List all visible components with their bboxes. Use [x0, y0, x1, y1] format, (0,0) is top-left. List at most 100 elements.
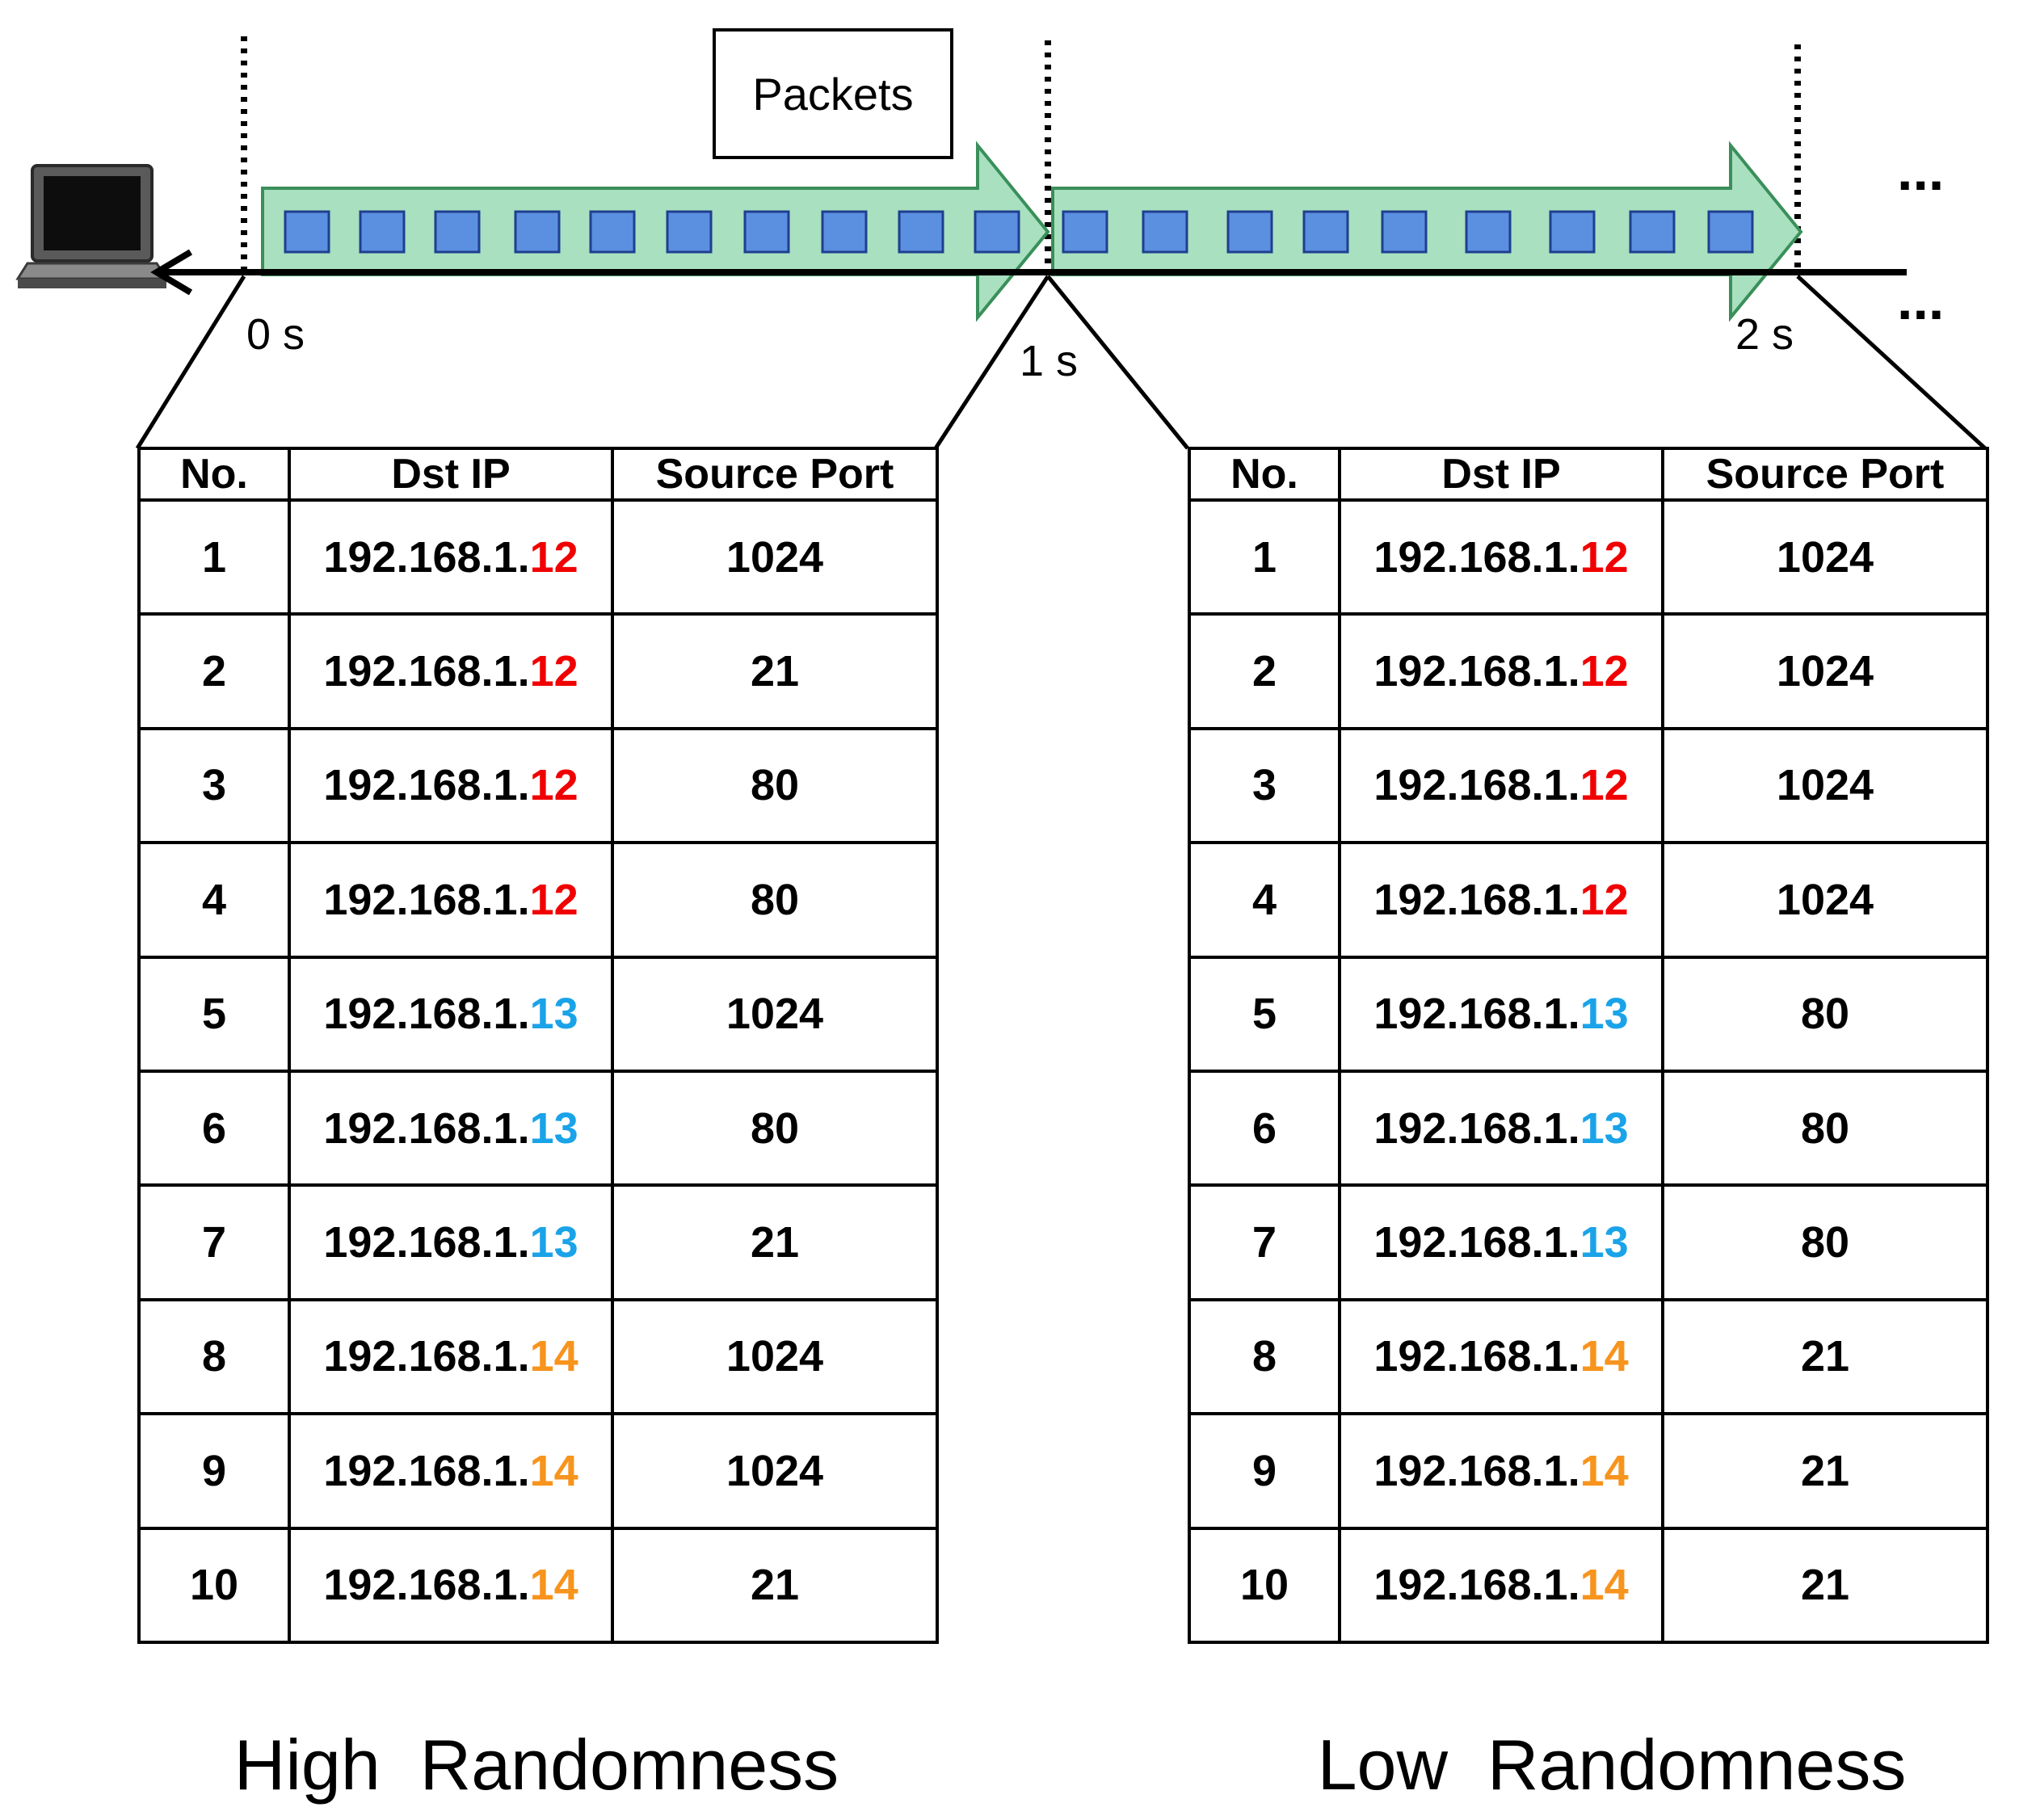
cell-dst-ip: 192.168.1.12: [1338, 612, 1664, 730]
cell-source-port: 1024: [611, 955, 939, 1073]
cell-source-port: 1024: [611, 1412, 939, 1530]
cell-source-port: 21: [611, 1183, 939, 1301]
ellipsis-bottom: ...: [1897, 268, 1944, 331]
dst-ip-prefix: 192.168.1.: [1373, 761, 1580, 810]
cell-no: 2: [137, 612, 291, 730]
laptop-icon: [15, 164, 169, 288]
packet-square: [1707, 210, 1754, 254]
cell-dst-ip: 192.168.1.13: [1338, 1069, 1664, 1187]
packet-square: [1465, 210, 1512, 254]
cell-source-port: 21: [1661, 1526, 1989, 1645]
cell-dst-ip: 192.168.1.13: [288, 955, 614, 1073]
cell-source-port: 80: [1661, 1183, 1989, 1301]
packets-label-box: [713, 28, 953, 159]
dst-ip-prefix: 192.168.1.: [1373, 1103, 1580, 1153]
dst-ip-host: 13: [1579, 1103, 1629, 1153]
dst-ip-prefix: 192.168.1.: [1373, 1218, 1580, 1267]
cell-source-port: 1024: [1661, 726, 1989, 845]
cell-dst-ip: 192.168.1.13: [1338, 1183, 1664, 1301]
zoom-line-high-left: [135, 275, 246, 450]
dst-ip-host: 14: [529, 1446, 578, 1495]
dst-ip-prefix: 192.168.1.: [323, 1218, 530, 1267]
header-no: No.: [1188, 447, 1341, 502]
cell-source-port: 80: [611, 841, 939, 959]
dst-ip-host: 12: [1579, 647, 1629, 696]
cell-dst-ip: 192.168.1.14: [1338, 1297, 1664, 1416]
cell-source-port: 1024: [1661, 498, 1989, 616]
cell-source-port: 21: [1661, 1412, 1989, 1530]
dst-ip-host: 13: [529, 1103, 578, 1153]
dst-ip-host: 13: [529, 1218, 578, 1267]
cell-no: 4: [1188, 841, 1341, 959]
cell-no: 5: [1188, 955, 1341, 1073]
dst-ip-prefix: 192.168.1.: [323, 990, 530, 1039]
dst-ip-host: 14: [1579, 1561, 1629, 1610]
dst-ip-host: 12: [529, 647, 578, 696]
cell-dst-ip: 192.168.1.14: [1338, 1526, 1664, 1645]
cell-no: 7: [1188, 1183, 1341, 1301]
cell-dst-ip: 192.168.1.13: [288, 1183, 614, 1301]
dst-ip-prefix: 192.168.1.: [1373, 647, 1580, 696]
cell-dst-ip: 192.168.1.13: [288, 1069, 614, 1187]
cell-source-port: 21: [611, 612, 939, 730]
cell-dst-ip: 192.168.1.12: [288, 498, 614, 616]
dst-ip-prefix: 192.168.1.: [1373, 1561, 1580, 1610]
dst-ip-prefix: 192.168.1.: [323, 647, 530, 696]
packet-square: [666, 210, 713, 254]
dst-ip-prefix: 192.168.1.: [323, 532, 530, 582]
cell-no: 8: [137, 1297, 291, 1416]
dst-ip-host: 13: [529, 990, 578, 1039]
dst-ip-host: 13: [1579, 990, 1629, 1039]
time-label-0s: 0 s: [246, 310, 305, 359]
cell-source-port: 1024: [611, 498, 939, 616]
cell-source-port: 80: [611, 726, 939, 845]
dst-ip-host: 14: [1579, 1446, 1629, 1495]
header-dst-ip: Dst IP: [1338, 447, 1664, 502]
cell-no: 8: [1188, 1297, 1341, 1416]
packet-square: [589, 210, 636, 254]
zoom-line-high-right: [933, 275, 1050, 450]
dst-ip-host: 12: [1579, 532, 1629, 582]
packet-square: [1062, 210, 1108, 254]
dst-ip-host: 12: [1579, 761, 1629, 810]
dst-ip-prefix: 192.168.1.: [1373, 1446, 1580, 1495]
dst-ip-prefix: 192.168.1.: [1373, 990, 1580, 1039]
dst-ip-host: 12: [1579, 875, 1629, 924]
packet-square: [434, 210, 481, 254]
caption-high-randomness: High Randomness: [234, 1725, 839, 1805]
cell-no: 7: [137, 1183, 291, 1301]
table-header-row: No. Dst IP Source Port: [1188, 447, 1989, 502]
dst-ip-prefix: 192.168.1.: [323, 1332, 530, 1381]
cell-dst-ip: 192.168.1.14: [1338, 1412, 1664, 1530]
cell-dst-ip: 192.168.1.12: [288, 612, 614, 730]
dst-ip-prefix: 192.168.1.: [1373, 532, 1580, 582]
ellipsis-top: ...: [1897, 139, 1944, 202]
dst-ip-host: 14: [529, 1561, 578, 1610]
cell-dst-ip: 192.168.1.13: [1338, 955, 1664, 1073]
cell-source-port: 21: [611, 1526, 939, 1645]
cell-no: 5: [137, 955, 291, 1073]
cell-no: 9: [137, 1412, 291, 1530]
cell-no: 9: [1188, 1412, 1341, 1530]
cell-no: 1: [137, 498, 291, 616]
cell-dst-ip: 192.168.1.12: [288, 726, 614, 845]
dst-ip-prefix: 192.168.1.: [1373, 875, 1580, 924]
packet-square: [1142, 210, 1188, 254]
dst-ip-prefix: 192.168.1.: [323, 1103, 530, 1153]
